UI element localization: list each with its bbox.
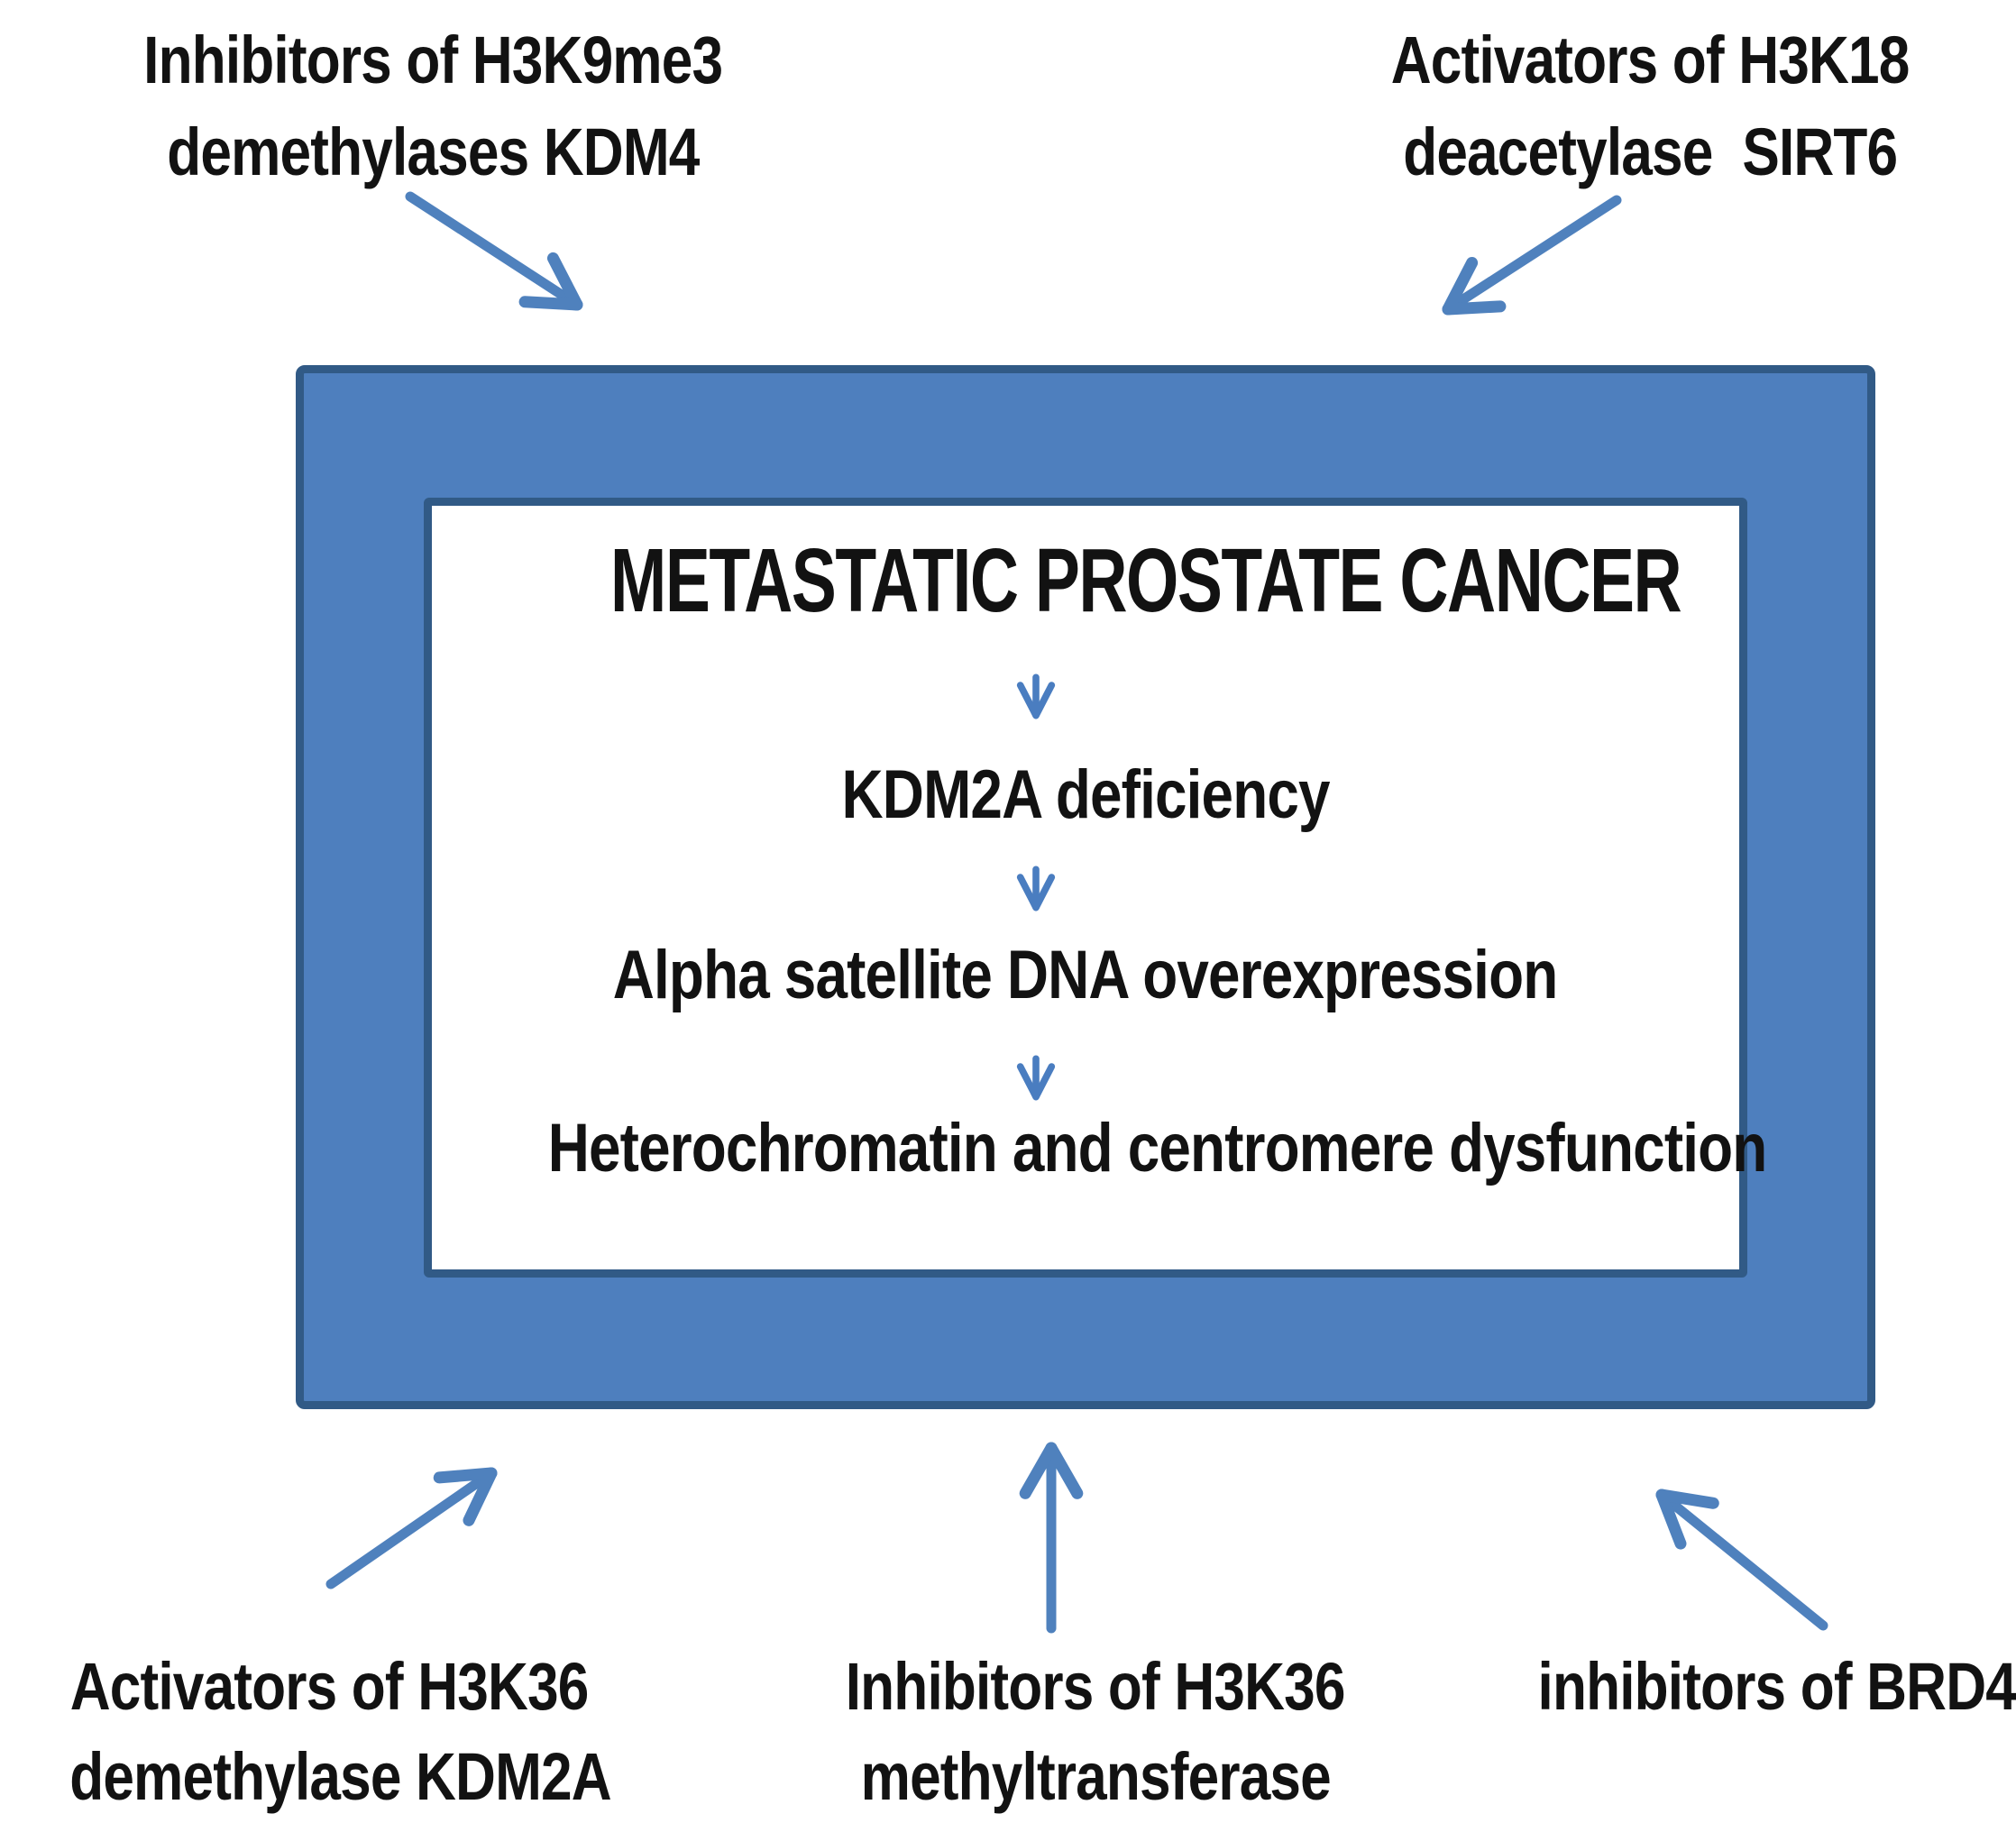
label-inhibitors-brd4: inhibitors of BRD4 — [1492, 1642, 2016, 1732]
label-line: inhibitors of BRD4 — [1537, 1649, 2016, 1724]
diagram-title: METASTATIC PROSTATE CANCER — [609, 530, 1682, 631]
outer-frame-box: METASTATIC PROSTATE CANCER KDM2A deficie… — [296, 365, 1875, 1409]
down-chevron-icon — [1013, 673, 1058, 725]
label-activators-kdm2a: Activators of H3K36 demethylase KDM2A — [18, 1642, 640, 1822]
step-label: Heterochromatin and centromere dysfuncti… — [547, 1110, 1768, 1186]
down-chevron-icon — [1013, 866, 1058, 917]
label-line: deacetylase SIRT6 — [1402, 114, 1898, 189]
step-kdm2a-deficiency: KDM2A deficiency — [432, 748, 1739, 842]
label-line: methyltransferase — [860, 1739, 1331, 1814]
arrow-bottom-right-to-box — [1655, 1488, 1828, 1631]
arrow-bottom-center-to-box — [1019, 1442, 1084, 1634]
label-line: Activators of H3K36 — [69, 1649, 590, 1724]
box-title-row: METASTATIC PROSTATE CANCER — [432, 529, 1739, 633]
flow-arrow-3 — [432, 1055, 1739, 1101]
label-inhibitors-kdm4: Inhibitors of H3K9me3 demethylases KDM4 — [54, 14, 811, 198]
label-line: Inhibitors of H3K9me3 — [142, 23, 723, 97]
flow-arrow-2 — [432, 866, 1739, 911]
flow-arrow-1 — [432, 673, 1739, 719]
arrow-top-left-to-box — [405, 191, 583, 311]
step-heterochromatin-dysfunction: Heterochromatin and centromere dysfuncti… — [432, 1102, 1768, 1195]
label-inhibitors-methyltransferase: Inhibitors of H3K36 methyltransferase — [730, 1642, 1461, 1822]
step-alpha-satellite-overexpression: Alpha satellite DNA overexpression — [432, 929, 1739, 1022]
step-label: Alpha satellite DNA overexpression — [613, 937, 1558, 1013]
step-label: KDM2A deficiency — [841, 756, 1330, 833]
inner-content-box: METASTATIC PROSTATE CANCER KDM2A deficie… — [424, 498, 1768, 1278]
label-line: Activators of H3K18 — [1390, 23, 1911, 97]
label-activators-sirt6: Activators of H3K18 deacetylase SIRT6 — [1334, 14, 1966, 198]
down-chevron-icon — [1013, 1055, 1058, 1106]
arrow-bottom-left-to-box — [325, 1467, 498, 1589]
label-line: demethylase KDM2A — [69, 1739, 611, 1814]
arrow-top-right-to-box — [1442, 195, 1622, 316]
label-line: demethylases KDM4 — [166, 114, 700, 189]
label-line: Inhibitors of H3K36 — [846, 1649, 1346, 1724]
